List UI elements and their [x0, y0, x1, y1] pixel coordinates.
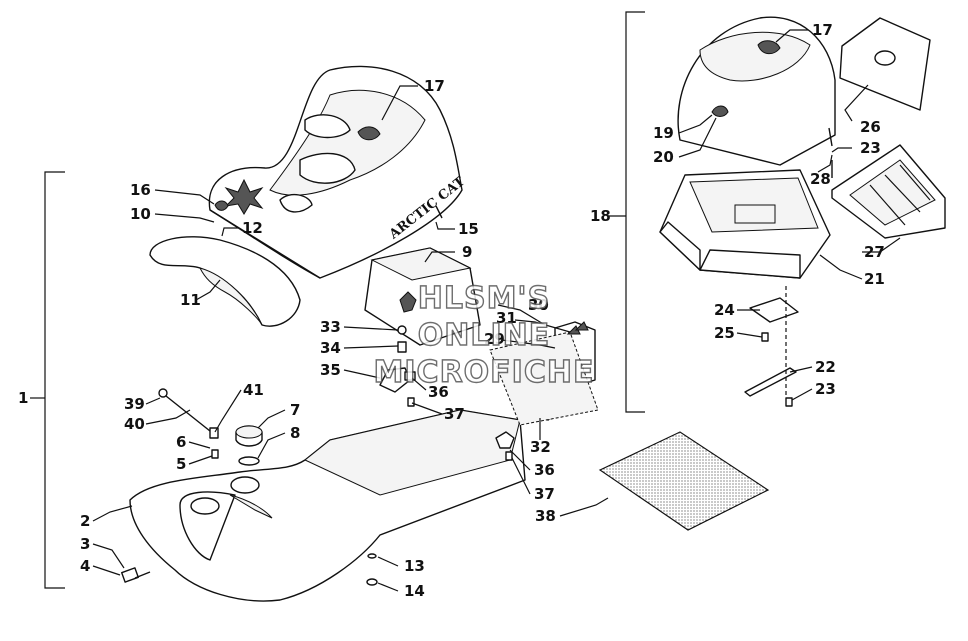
- callout-30: 30: [528, 296, 549, 314]
- callout-38: 38: [535, 507, 556, 525]
- storage-foam-26: [839, 17, 931, 111]
- callout-17-seat: 17: [424, 77, 445, 95]
- callout-4: 4: [80, 557, 90, 575]
- watermark-line-3: MICROFICHE: [374, 355, 595, 390]
- callout-36-left: 36: [428, 383, 449, 401]
- callout-7: 7: [290, 401, 300, 419]
- callout-25: 25: [714, 324, 735, 342]
- storage-liner-27: [831, 144, 946, 239]
- seat-pouch: [364, 247, 481, 346]
- watermark-line-2: ONLINE: [418, 318, 551, 353]
- callout-24: 24: [714, 301, 735, 319]
- seat-assembly: ARCTIC CAT: [208, 65, 468, 279]
- callout-14: 14: [404, 582, 425, 600]
- callout-40: 40: [124, 415, 145, 433]
- callout-32: 32: [530, 438, 551, 456]
- callout-41: 41: [243, 381, 264, 399]
- group-bracket-1: [30, 171, 65, 589]
- callout-27: 27: [864, 243, 885, 261]
- mount-hardware-right: [495, 431, 515, 461]
- callout-9: 9: [462, 243, 472, 261]
- watermark-line-1: HLSM'S: [418, 281, 550, 316]
- callout-19: 19: [653, 124, 674, 142]
- floor-mat: [598, 431, 770, 531]
- callout-22: 22: [815, 358, 836, 376]
- fuel-tank: [129, 409, 526, 602]
- callout-36-right: 36: [534, 461, 555, 479]
- callout-6: 6: [176, 433, 186, 451]
- callout-11: 11: [180, 291, 201, 309]
- drain-fitting: [121, 567, 151, 583]
- callouts: 1 2 3 4 5 6 7 8 9 10 11 12 13 14 15 16 1…: [18, 21, 885, 600]
- callout-39: 39: [124, 395, 145, 413]
- callout-28: 28: [810, 170, 831, 188]
- callout-37-left: 37: [444, 405, 465, 423]
- callout-33: 33: [320, 318, 341, 336]
- callout-15: 15: [458, 220, 479, 238]
- callout-8: 8: [290, 424, 300, 442]
- callout-16: 16: [130, 181, 151, 199]
- callout-13: 13: [404, 557, 425, 575]
- pin-15: [435, 205, 443, 219]
- callout-29: 29: [484, 330, 505, 348]
- vent-hose: [158, 388, 219, 459]
- callout-3: 3: [80, 535, 90, 553]
- callout-37-right: 37: [534, 485, 555, 503]
- callout-2: 2: [80, 512, 90, 530]
- callout-34: 34: [320, 339, 341, 357]
- callout-23-top: 23: [860, 139, 881, 157]
- callout-10: 10: [130, 205, 151, 223]
- rack-brackets: [489, 321, 599, 426]
- leader-lines: [92, 29, 901, 592]
- callout-31: 31: [496, 309, 517, 327]
- seat-rear-cover: [149, 236, 301, 327]
- callout-23-bottom: 23: [815, 380, 836, 398]
- callout-18: 18: [590, 207, 611, 225]
- callout-26: 26: [860, 118, 881, 136]
- watermark: HLSM'S ONLINE MICROFICHE: [373, 280, 595, 390]
- callout-5: 5: [176, 455, 186, 473]
- callout-17-lid: 17: [812, 21, 833, 39]
- washer-13-14: [366, 553, 378, 586]
- fuel-cap: [235, 425, 263, 466]
- callout-1: 1: [18, 389, 28, 407]
- storage-box-21: [659, 169, 831, 279]
- group-bracket-18: [608, 11, 645, 413]
- callout-12: 12: [242, 219, 263, 237]
- callout-20: 20: [653, 148, 674, 166]
- storage-lid: [677, 16, 836, 166]
- callout-21: 21: [864, 270, 885, 288]
- callout-35: 35: [320, 361, 341, 379]
- storage-hardware: [744, 127, 833, 407]
